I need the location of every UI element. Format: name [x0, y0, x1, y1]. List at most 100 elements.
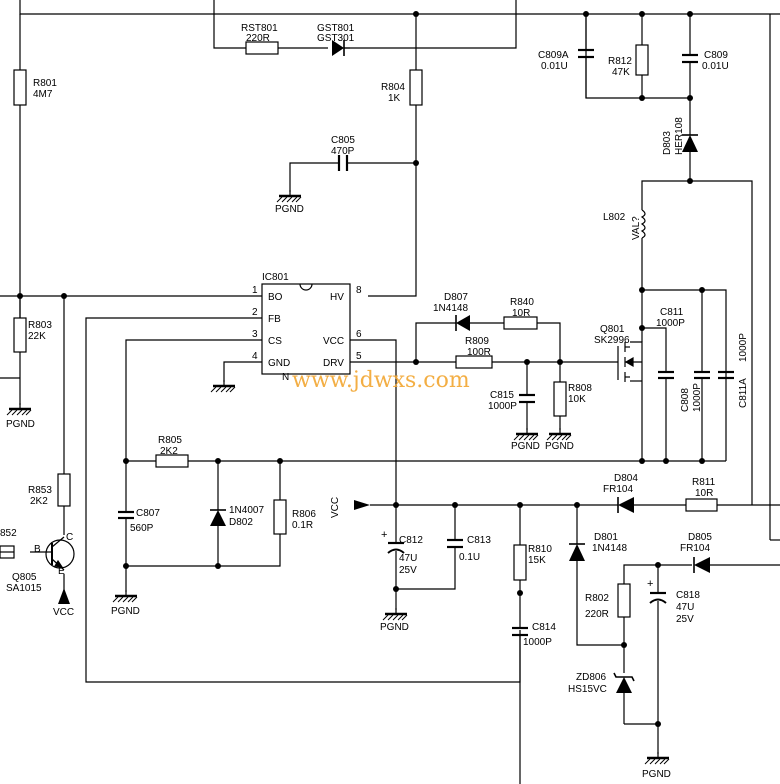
d804-diode [610, 497, 634, 513]
c811a-ref: C811A [738, 378, 749, 408]
pin-3: 3 [252, 329, 258, 340]
r853-resistor [57, 473, 71, 507]
r805-value: 2K2 [160, 446, 178, 457]
r808-ref: R808 [568, 383, 592, 394]
d802-diode [210, 509, 226, 526]
rst801-ref: RST801 [241, 23, 278, 34]
d801-diode [569, 540, 585, 561]
r806-ref: R806 [292, 509, 316, 520]
pgnd-c815 [512, 426, 540, 442]
r802-ref: R802 [585, 593, 609, 604]
q805-base: B [34, 544, 41, 555]
vcc-label-q805: VCC [53, 607, 74, 618]
r812-ref: R812 [608, 56, 632, 67]
d807-diode [455, 315, 470, 331]
r811-resistor [685, 498, 718, 512]
r803-value: 22K [28, 331, 46, 342]
capacitor-bodies [118, 48, 734, 637]
resistor-bodies [0, 41, 718, 618]
d805-value: FR104 [680, 543, 710, 554]
c808-value: 1000P [692, 383, 703, 412]
diode-symbols [210, 40, 710, 693]
pin-8: 8 [356, 285, 362, 296]
c818-capacitor: + [647, 578, 667, 604]
d801-ref: D801 [594, 532, 618, 543]
q801-ref: Q801 [600, 324, 625, 335]
pgnd-label-6: PGND [380, 622, 409, 633]
r806-resistor [273, 499, 287, 535]
svg-text:+: + [647, 578, 653, 590]
ic801-ref: IC801 [262, 272, 289, 283]
d803-value: HER108 [674, 117, 685, 155]
c814-value: 1000P [523, 637, 552, 648]
r803-ref: R803 [28, 320, 52, 331]
d803-diode [682, 134, 698, 152]
r802-value: 220R [585, 609, 609, 620]
c818-voltage: 25V [676, 614, 694, 625]
r853-ref: R853 [28, 485, 52, 496]
ic-part-partial: N [282, 372, 289, 383]
l802-value: VAL? [631, 216, 642, 240]
l802-inductor [640, 209, 646, 239]
pin-4: 4 [252, 351, 258, 362]
q805-transistor [45, 536, 75, 571]
q805-emitter: E [58, 566, 65, 577]
r805-resistor [155, 454, 189, 468]
ic-pin-vcc: VCC [323, 336, 344, 347]
r804-value: 1K [388, 93, 401, 104]
pgnd-c812 [381, 606, 409, 622]
pin-1: 1 [252, 285, 258, 296]
zd806-zener [613, 672, 635, 693]
ic801-chip [261, 283, 351, 375]
d802-value: 1N4007 [229, 505, 264, 516]
c805-capacitor [337, 155, 349, 171]
r801-value: 4M7 [33, 89, 53, 100]
c805-ref: C805 [331, 135, 355, 146]
r852-partial: 852 [0, 528, 17, 539]
pgnd-label-4: PGND [545, 441, 574, 452]
vcc-arrow [354, 500, 370, 510]
c815-capacitor [519, 393, 535, 404]
d802-ref: D802 [229, 517, 253, 528]
d805-ref: D805 [688, 532, 712, 543]
c815-ref: C815 [490, 390, 514, 401]
q801-mosfet [617, 342, 642, 382]
c809-value: 0.01U [702, 61, 729, 72]
zd806-ref: ZD806 [576, 672, 606, 683]
d803-ref: D803 [662, 131, 673, 155]
r806-value: 0.1R [292, 520, 313, 531]
r811-value: 10R [695, 488, 713, 499]
gst801-diode [332, 40, 350, 56]
r805-ref: R805 [158, 435, 182, 446]
c811a-value: 1000P [738, 333, 749, 362]
ic-pin-gnd: GND [268, 358, 290, 369]
r810-resistor [513, 544, 527, 581]
vcc-label-bus: VCC [330, 497, 341, 518]
r853-value: 2K2 [30, 496, 48, 507]
c815-value: 1000P [488, 401, 517, 412]
pgnd-r808 [545, 426, 573, 442]
ic-pin-cs: CS [268, 336, 282, 347]
pin-6: 6 [356, 329, 362, 340]
c807-ref: C807 [136, 508, 160, 519]
polarized-capacitors: + + [381, 529, 667, 604]
pgnd-label-2: PGND [6, 419, 35, 430]
q805-collector: C [66, 532, 73, 543]
q805-ref: Q805 [12, 572, 37, 583]
pgnd-r803 [5, 401, 33, 417]
pgnd-label-3: PGND [511, 441, 540, 452]
r803-resistor [13, 317, 27, 353]
ic-pin-drv: DRV [323, 358, 344, 369]
r840-ref: R840 [510, 297, 534, 308]
r804-ref: R804 [381, 82, 405, 93]
zd806-value: HS15VC [568, 684, 607, 695]
c809a-ref: C809A [538, 50, 569, 61]
q805-value: SA1015 [6, 583, 42, 594]
r808-value: 10K [568, 394, 586, 405]
c808-capacitor [694, 370, 710, 380]
r809-ref: R809 [465, 336, 489, 347]
ic-pin-fb: FB [268, 314, 281, 325]
l802-ref: L802 [603, 212, 626, 223]
c811-ref: C811 [660, 307, 684, 318]
r840-resistor [503, 316, 538, 330]
